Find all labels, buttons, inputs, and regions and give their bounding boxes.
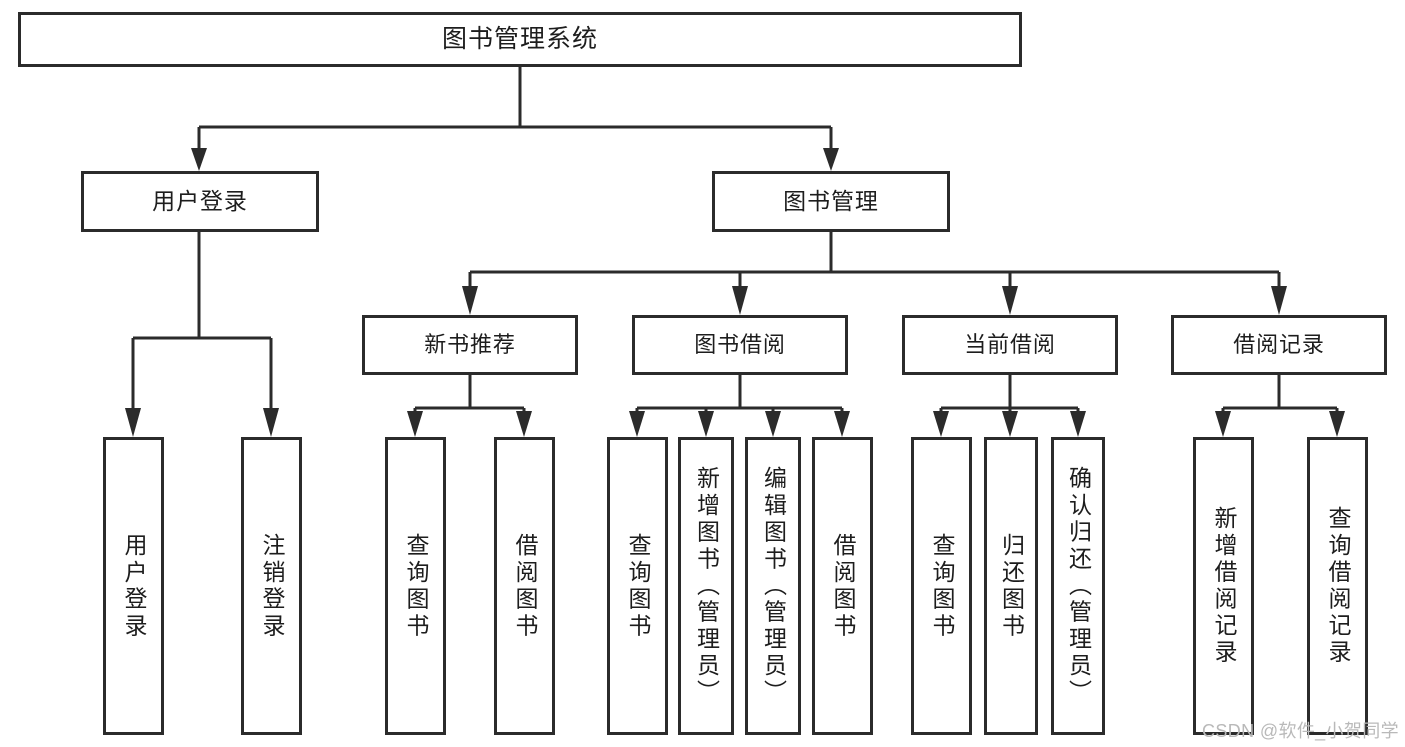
leaf-book-borrow-add-book-admin[interactable]: 新增图书（管理员） [678,437,734,735]
arrowhead-borrow-leaf-4 [834,411,850,437]
leaf-label: 借阅图书 [512,532,538,640]
node-book-management-label: 图书管理 [783,187,879,214]
arrowhead-newbook-leaf-2 [516,411,532,437]
leaf-label: 用户登录 [121,532,147,640]
arrowhead-record-leaf-2 [1329,411,1345,437]
node-book-management[interactable]: 图书管理 [712,171,950,232]
arrowhead-root-to-bookmgmt [823,148,839,171]
node-book-borrow-label: 图书借阅 [694,332,786,358]
arrowhead-lvl2-4 [1271,286,1287,315]
node-user-login-label: 用户登录 [152,187,248,214]
leaf-label: 编辑图书（管理员） [760,465,787,707]
leaf-label: 新增借阅记录 [1211,505,1237,667]
leaf-label: 确认归还（管理员） [1065,465,1092,707]
node-new-book-recommend-label: 新书推荐 [424,332,516,358]
watermark: CSDN @软件_小贺同学 [1202,721,1399,741]
leaf-book-borrow-edit-book-admin[interactable]: 编辑图书（管理员） [745,437,801,735]
arrowhead-borrow-leaf-3 [765,411,781,437]
leaf-label: 查询图书 [403,532,429,640]
arrowhead-lvl2-1 [462,286,478,315]
leaf-current-borrow-return-book[interactable]: 归还图书 [984,437,1038,735]
arrowhead-newbook-leaf-1 [407,411,423,437]
arrowhead-login-leaf-2 [263,408,279,437]
leaf-label: 查询图书 [625,532,651,640]
leaf-book-borrow-borrow-book[interactable]: 借阅图书 [812,437,873,735]
arrowhead-lvl2-2 [732,286,748,315]
node-root-book-management-system[interactable]: 图书管理系统 [18,12,1022,67]
arrowhead-current-leaf-3 [1070,411,1086,437]
leaf-label: 归还图书 [998,532,1025,640]
leaf-label: 借阅图书 [830,532,856,640]
arrowhead-login-leaf-1 [125,408,141,437]
leaf-label: 注销登录 [259,532,285,640]
node-book-borrow[interactable]: 图书借阅 [632,315,848,375]
leaf-user-login-login[interactable]: 用户登录 [103,437,164,735]
arrowhead-root-to-login [191,148,207,171]
leaf-new-book-borrow-book[interactable]: 借阅图书 [494,437,555,735]
leaf-user-login-logout[interactable]: 注销登录 [241,437,302,735]
node-new-book-recommend[interactable]: 新书推荐 [362,315,578,375]
arrowhead-current-leaf-1 [933,411,949,437]
arrowhead-borrow-leaf-1 [629,411,645,437]
node-borrow-record-label: 借阅记录 [1233,332,1325,358]
leaf-borrow-record-add-record[interactable]: 新增借阅记录 [1193,437,1254,735]
node-borrow-record[interactable]: 借阅记录 [1171,315,1387,375]
arrowhead-lvl2-3 [1002,286,1018,315]
node-current-borrow[interactable]: 当前借阅 [902,315,1118,375]
leaf-borrow-record-query-record[interactable]: 查询借阅记录 [1307,437,1368,735]
node-user-login[interactable]: 用户登录 [81,171,319,232]
arrowhead-current-leaf-2 [1002,411,1018,437]
arrowhead-record-leaf-1 [1215,411,1231,437]
leaf-current-borrow-query-book[interactable]: 查询图书 [911,437,972,735]
node-root-label: 图书管理系统 [441,24,598,53]
arrowhead-borrow-leaf-2 [698,411,714,437]
node-current-borrow-label: 当前借阅 [964,332,1056,358]
leaf-current-borrow-confirm-return-admin[interactable]: 确认归还（管理员） [1051,437,1105,735]
leaf-label: 查询图书 [929,532,955,640]
leaf-label: 查询借阅记录 [1325,505,1351,667]
leaf-label: 新增图书（管理员） [693,465,720,707]
leaf-book-borrow-query-book[interactable]: 查询图书 [607,437,668,735]
leaf-new-book-query-book[interactable]: 查询图书 [385,437,446,735]
